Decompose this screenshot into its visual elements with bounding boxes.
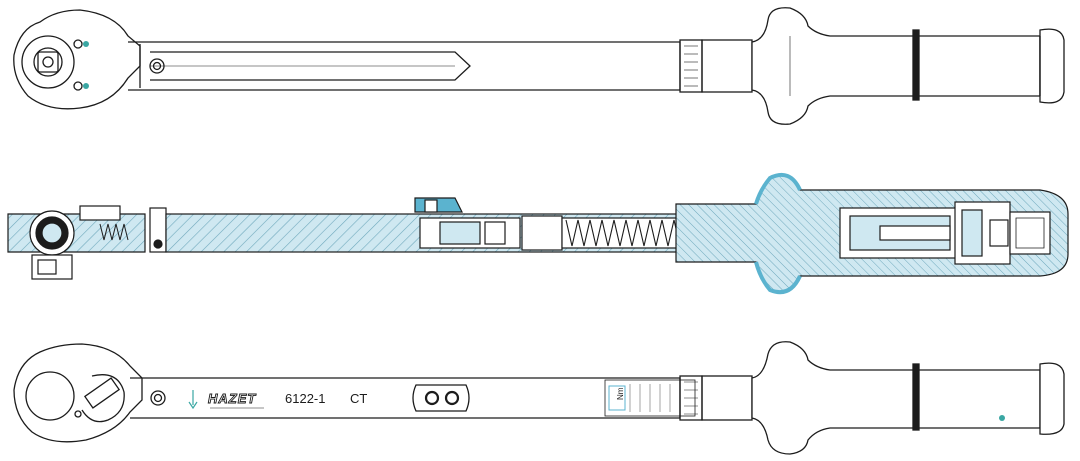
marker-dot — [83, 41, 89, 47]
section-handle — [675, 173, 1069, 295]
section-head — [7, 205, 167, 280]
side-handle — [751, 341, 1065, 455]
grip-band — [912, 29, 920, 101]
unit-label: Nm — [616, 387, 625, 400]
ratchet-head — [13, 9, 141, 110]
down-arrow-icon — [188, 390, 198, 410]
scale-window — [604, 375, 753, 421]
side-head — [13, 343, 143, 443]
model-number: 6122-1 — [285, 391, 325, 406]
top-view — [13, 7, 1065, 125]
marker-dot — [999, 415, 1005, 421]
scale-collar — [679, 39, 753, 93]
cross-section-view — [7, 173, 1069, 295]
side-view — [13, 341, 1065, 455]
marker-dot — [83, 83, 89, 89]
beam-labels: HAZET 6122-1 CT Nm — [208, 387, 625, 409]
model-suffix: CT — [350, 391, 367, 406]
beam — [128, 41, 681, 91]
brand-label: HAZET — [208, 391, 256, 406]
handle — [751, 7, 1065, 125]
